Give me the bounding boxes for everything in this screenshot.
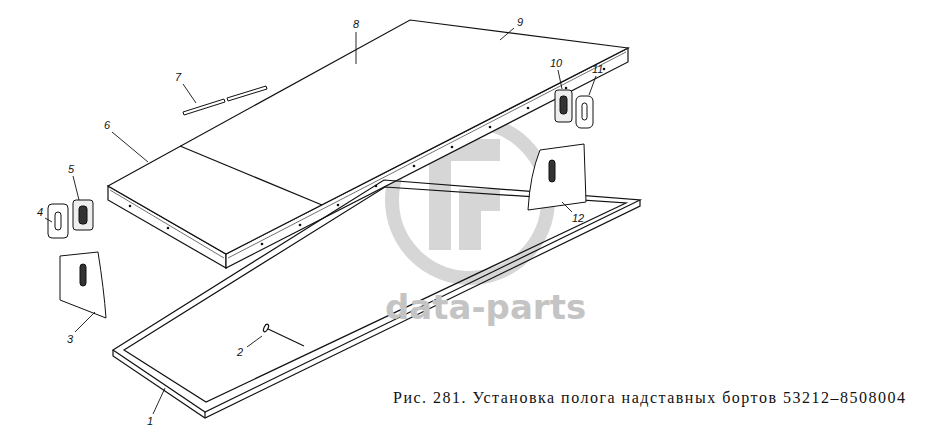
- callout-number: 1: [147, 415, 153, 427]
- callout-number: 2: [237, 346, 243, 358]
- callout-number: 4: [37, 206, 43, 218]
- frame: [113, 180, 640, 418]
- cover-box: [108, 20, 628, 268]
- callout-number: 12: [572, 212, 584, 224]
- rod: [183, 86, 267, 115]
- callout-number: 8: [353, 18, 359, 30]
- callout-number: 3: [67, 333, 73, 345]
- callout-number: 5: [68, 163, 74, 175]
- right-fittings: [528, 90, 593, 210]
- left-fittings: [48, 200, 106, 318]
- watermark: data-parts: [385, 288, 586, 326]
- leader-lines: [45, 28, 596, 414]
- callout-number: 6: [104, 119, 110, 131]
- callout-number: 9: [517, 16, 523, 28]
- callout-number: 10: [550, 57, 562, 69]
- callout-number: 11: [592, 63, 603, 75]
- callout-number: 7: [175, 71, 181, 83]
- nail: [262, 324, 304, 346]
- cover-eyelets: [129, 68, 606, 246]
- figure-caption: Рис. 281. Установка полога надставных бо…: [393, 389, 906, 407]
